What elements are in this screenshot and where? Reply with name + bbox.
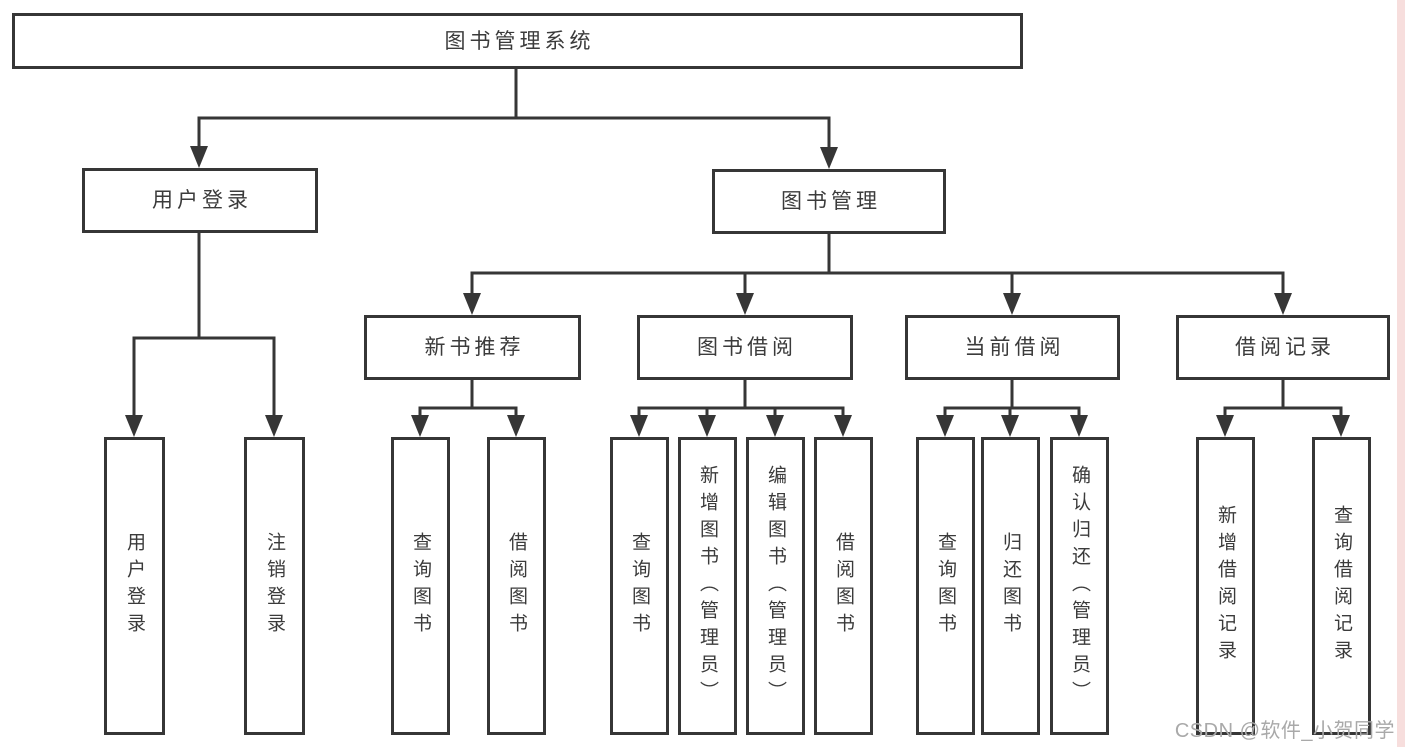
node-book-management: 图书管理 [712, 169, 946, 234]
node-label: 当前借阅 [964, 336, 1065, 359]
node-label: 图书管理 [781, 190, 881, 213]
leaf-label: 借阅图书 [833, 532, 854, 640]
node-label: 新书推荐 [424, 336, 525, 359]
node-new-book-recommendation: 新书推荐 [364, 315, 581, 380]
node-label: 借阅记录 [1235, 336, 1335, 359]
watermark: CSDN @软件_小贺同学 [1174, 720, 1395, 742]
leaf-label: 查询借阅记录 [1331, 505, 1352, 667]
leaf-query-borrow-record: 查询借阅记录 [1312, 437, 1371, 735]
leaf-borrow-books-borrowing: 借阅图书 [814, 437, 873, 735]
leaf-label: 编辑图书（管理员） [765, 464, 786, 708]
leaf-logout: 注销登录 [244, 437, 305, 735]
leaf-return-books: 归还图书 [981, 437, 1040, 735]
leaf-label: 新增借阅记录 [1215, 505, 1236, 667]
node-library-management-system: 图书管理系统 [12, 13, 1023, 69]
leaf-label: 归还图书 [1000, 532, 1021, 640]
leaf-add-borrow-record: 新增借阅记录 [1196, 437, 1255, 735]
leaf-label: 查询图书 [410, 532, 431, 640]
node-label: 图书借阅 [697, 336, 797, 359]
node-book-borrowing: 图书借阅 [637, 315, 853, 380]
leaf-label: 用户登录 [124, 532, 145, 640]
leaf-label: 查询图书 [935, 532, 956, 640]
leaf-query-books-recommend: 查询图书 [391, 437, 450, 735]
leaf-label: 查询图书 [629, 532, 650, 640]
leaf-add-books-admin: 新增图书（管理员） [678, 437, 737, 735]
leaf-label: 新增图书（管理员） [697, 464, 718, 708]
node-borrowing-records: 借阅记录 [1176, 315, 1390, 380]
leaf-query-books-borrowing: 查询图书 [610, 437, 669, 735]
leaf-borrow-books-recommend: 借阅图书 [487, 437, 546, 735]
node-label: 用户登录 [152, 189, 252, 212]
leaf-query-books-current: 查询图书 [916, 437, 975, 735]
leaf-label: 确认归还（管理员） [1069, 464, 1090, 708]
leaf-label: 注销登录 [264, 532, 285, 640]
node-current-borrowing: 当前借阅 [905, 315, 1120, 380]
node-user-login: 用户登录 [82, 168, 318, 233]
right-edge-strip [1397, 0, 1405, 747]
leaf-confirm-return-admin: 确认归还（管理员） [1050, 437, 1109, 735]
leaf-label: 借阅图书 [506, 532, 527, 640]
leaf-user-login: 用户登录 [104, 437, 165, 735]
leaf-edit-books-admin: 编辑图书（管理员） [746, 437, 805, 735]
node-label: 图书管理系统 [444, 29, 595, 53]
